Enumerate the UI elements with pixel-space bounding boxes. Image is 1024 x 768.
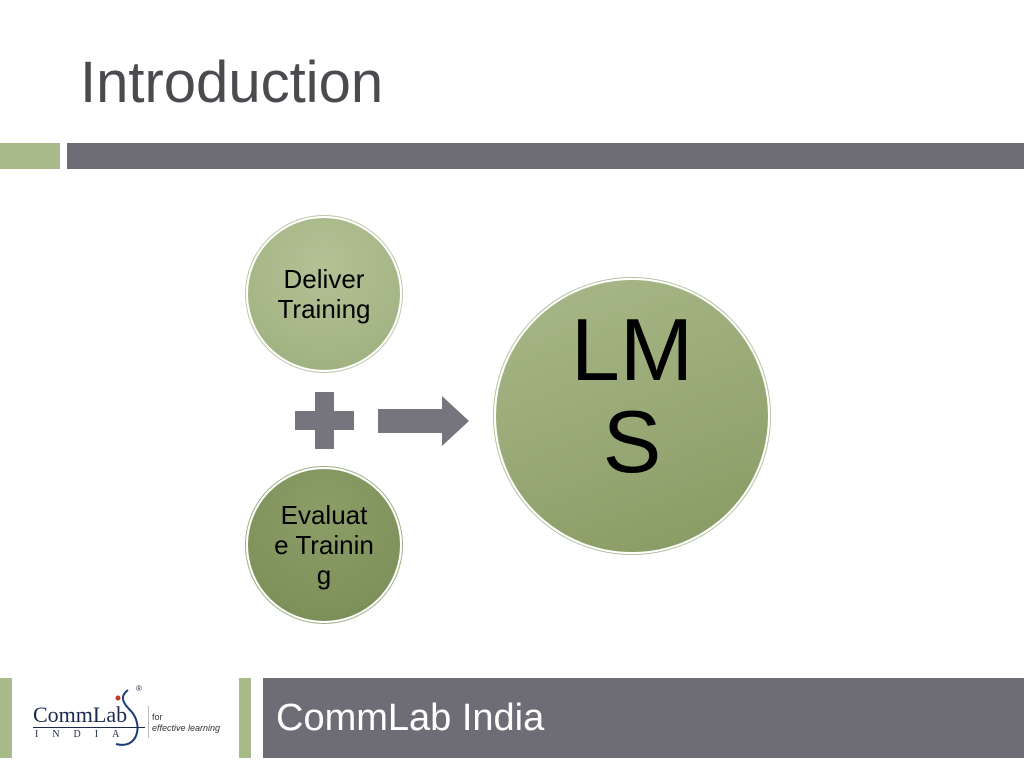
logo-divider: [148, 706, 149, 738]
logo-tagline: for effective learning: [152, 712, 220, 734]
plus-icon: [295, 392, 354, 449]
logo-underline: [33, 727, 145, 728]
footer-text: CommLab India: [276, 697, 545, 739]
header-divider-bar: [67, 143, 1024, 169]
slide-title: Introduction: [80, 50, 384, 115]
logo-name: CommLab: [33, 702, 128, 727]
logo-sub: INDIA: [35, 729, 134, 740]
header-accent-bar: [0, 143, 60, 169]
commlab-logo: ® CommLab INDIA for effective learning: [30, 684, 230, 754]
footer-bar: [263, 678, 1024, 758]
evaluate-training-circle: Evaluate Training: [246, 467, 402, 623]
logo-registered-mark: ®: [136, 684, 142, 693]
footer-accent-bar-mid: [239, 678, 251, 758]
arrow-right-icon: [378, 396, 469, 446]
logo-tagline-line1: for: [152, 712, 163, 722]
logo-swirl-icon: [115, 689, 139, 746]
lms-circle: LMS: [494, 278, 770, 554]
deliver-training-label: Deliver Training: [277, 264, 371, 324]
deliver-training-circle: Deliver Training: [246, 216, 402, 372]
footer-accent-bar-left: [0, 678, 12, 758]
evaluate-training-label: Evaluate Training: [274, 500, 374, 590]
lms-label: LMS: [570, 300, 694, 491]
logo-tagline-line2: effective learning: [152, 723, 221, 733]
